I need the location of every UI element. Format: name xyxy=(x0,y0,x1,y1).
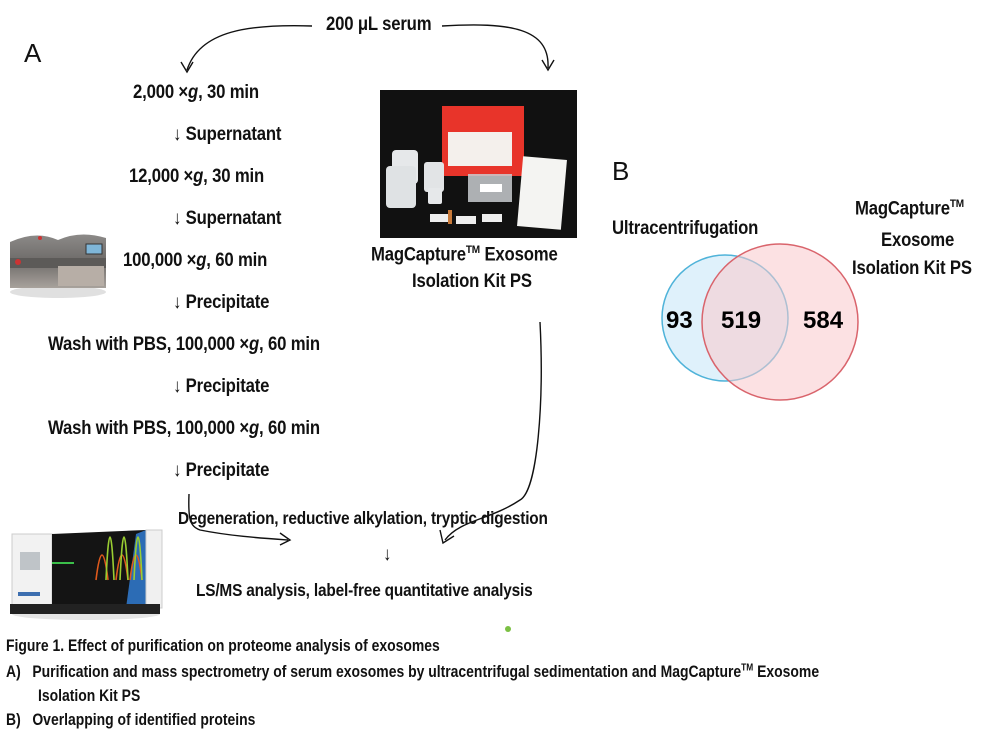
caption-a-text-cont: Exosome xyxy=(753,662,820,681)
green-dot-marker xyxy=(505,626,511,632)
venn-right-label-line1: MagCaptureTM xyxy=(855,198,964,220)
down-arrow-icon: ↓ xyxy=(173,124,186,145)
step-text: 100,000 × xyxy=(123,250,197,271)
arrowhead-right xyxy=(541,59,555,72)
centrifugation-step: Wash with PBS, 100,000 ×g, 60 min xyxy=(48,334,320,356)
step-duration: , 60 min xyxy=(259,418,320,439)
centrifuge-image xyxy=(6,224,110,298)
caption-a-marker: A) xyxy=(6,662,21,681)
down-arrow-icon: ↓ xyxy=(173,460,186,481)
mass-spectrometer-image xyxy=(6,490,166,620)
step-duration: , 30 min xyxy=(203,166,265,187)
g-force-unit: g xyxy=(248,418,260,439)
arrowhead-left xyxy=(180,61,194,74)
digestion-step: Degeneration, reductive alkylation, tryp… xyxy=(178,508,548,528)
fraction-step: ↓ Supernatant xyxy=(173,124,281,146)
trademark: TM xyxy=(949,198,964,210)
fraction-step: ↓ Precipitate xyxy=(173,292,269,314)
arrow-to-ultracentrifugation xyxy=(186,24,313,71)
step-text: Wash with PBS, 100,000 × xyxy=(48,418,249,439)
centrifugation-step: Wash with PBS, 100,000 ×g, 60 min xyxy=(48,418,320,440)
panel-b-label: B xyxy=(612,156,630,186)
g-force-unit: g xyxy=(196,250,207,271)
caption-a-line2: Isolation Kit PS xyxy=(38,686,141,705)
centrifugation-step: 2,000 ×g, 30 min xyxy=(133,82,259,104)
down-arrow-icon: ↓ xyxy=(173,292,186,313)
fraction-label: Supernatant xyxy=(185,124,282,145)
fraction-step: ↓ Precipitate xyxy=(173,376,269,398)
arrowhead-uc xyxy=(279,532,292,546)
centrifugation-step: 100,000 ×g, 60 min xyxy=(123,250,267,272)
kit-name: MagCapture xyxy=(855,198,950,220)
venn-right-label-line3: Isolation Kit PS xyxy=(852,258,972,279)
step-text: 12,000 × xyxy=(129,166,194,187)
arrow-uc-to-digestion xyxy=(188,493,289,541)
caption-a: A) Purification and mass spectrometry of… xyxy=(6,662,819,682)
step-duration: , 60 min xyxy=(259,334,320,355)
step-text: 2,000 × xyxy=(133,82,189,103)
venn-circle-magcapture xyxy=(701,243,859,401)
step-text: Wash with PBS, 100,000 × xyxy=(48,334,249,355)
venn-value-right-only: 584 xyxy=(803,307,844,334)
fraction-label: Supernatant xyxy=(185,208,282,229)
venn-value-left-only: 93 xyxy=(666,307,693,334)
source-sample: 200 μL serum xyxy=(326,14,432,35)
down-arrow-icon: ↓ xyxy=(383,544,392,565)
arrow-kit-to-digestion xyxy=(444,321,542,541)
kit-name-rest: Exosome xyxy=(479,244,558,266)
fraction-step: ↓ Supernatant xyxy=(173,208,281,230)
kit-label-line2: Isolation Kit PS xyxy=(412,271,532,292)
fraction-label: Precipitate xyxy=(185,376,270,397)
fraction-label: Precipitate xyxy=(185,460,270,481)
down-arrow-icon: ↓ xyxy=(173,376,186,397)
kit-label-line1: MagCaptureTM Exosome xyxy=(371,244,558,266)
down-arrow-icon: ↓ xyxy=(173,208,186,229)
caption-b-text: Overlapping of identified proteins xyxy=(32,710,256,729)
g-force-unit: g xyxy=(248,334,260,355)
caption-b-marker: B) xyxy=(6,710,21,729)
figure-title: Figure 1. Effect of purification on prot… xyxy=(6,636,440,655)
caption-a-text: Purification and mass spectrometry of se… xyxy=(32,662,742,681)
step-duration: , 30 min xyxy=(198,82,259,103)
arrowhead-kit xyxy=(439,529,455,545)
venn-left-label: Ultracentrifugation xyxy=(612,218,759,239)
trademark: TM xyxy=(741,662,754,674)
trademark: TM xyxy=(465,244,480,256)
centrifugation-step: 12,000 ×g, 30 min xyxy=(129,166,264,188)
step-duration: , 60 min xyxy=(206,250,268,271)
fraction-label: Precipitate xyxy=(185,292,270,313)
panel-a-label: A xyxy=(24,38,42,68)
venn-right-label-line2: Exosome xyxy=(881,230,955,251)
caption-b: B) Overlapping of identified proteins xyxy=(6,710,255,730)
fraction-step: ↓ Precipitate xyxy=(173,460,269,482)
venn-value-intersection: 519 xyxy=(721,307,761,334)
g-force-unit: g xyxy=(193,166,204,187)
analysis-step: LS/MS analysis, label-free quantitative … xyxy=(196,580,533,600)
kit-photo xyxy=(380,90,577,238)
g-force-unit: g xyxy=(188,82,199,103)
arrow-to-kit xyxy=(441,24,549,69)
kit-name: MagCapture xyxy=(371,244,466,266)
